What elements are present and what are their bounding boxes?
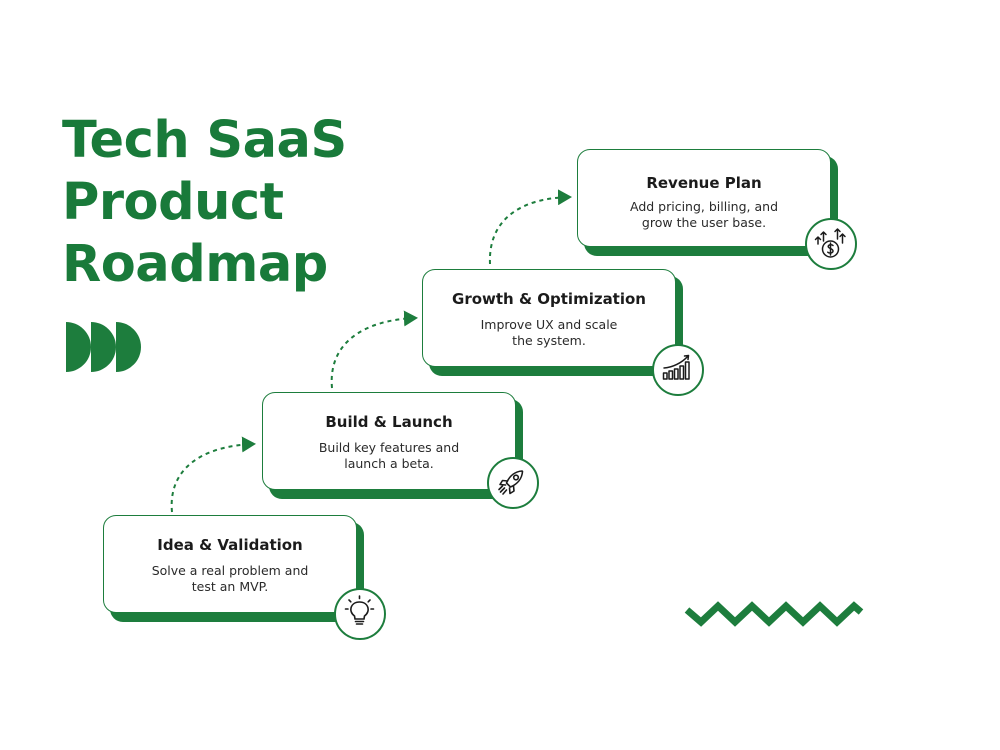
step-card: Revenue Plan Add pricing, billing, and g… bbox=[577, 149, 831, 247]
step-description: Add pricing, billing, and grow the user … bbox=[629, 199, 779, 230]
step-description: Improve UX and scale the system. bbox=[480, 317, 618, 348]
rocket-icon bbox=[498, 470, 524, 495]
connector-arrow-3 bbox=[488, 189, 572, 265]
half-circles-decoration-icon bbox=[66, 322, 141, 372]
step-icon-badge bbox=[487, 457, 539, 509]
step-title: Growth & Optimization bbox=[452, 290, 646, 308]
step-card: Growth & Optimization Improve UX and sca… bbox=[422, 269, 676, 367]
revenue-dollar-icon bbox=[814, 228, 846, 258]
title-line-1: Tech SaaS bbox=[62, 111, 347, 170]
growth-chart-icon bbox=[662, 354, 690, 380]
step-card: Idea & Validation Solve a real problem a… bbox=[103, 515, 357, 613]
step-description: Solve a real problem and test an MVP. bbox=[151, 563, 309, 594]
page-title: Tech SaaS Product Roadmap bbox=[62, 110, 382, 296]
connector-arrow-2 bbox=[330, 310, 418, 389]
connector-arrow-1 bbox=[170, 436, 256, 513]
step-icon-badge bbox=[805, 218, 857, 270]
step-icon-badge bbox=[652, 344, 704, 396]
step-title: Idea & Validation bbox=[157, 536, 303, 554]
zigzag-decoration-icon bbox=[684, 601, 864, 627]
lightbulb-icon bbox=[344, 595, 375, 625]
step-title: Build & Launch bbox=[325, 413, 453, 431]
step-description: Build key features and launch a beta. bbox=[318, 440, 460, 471]
step-title: Revenue Plan bbox=[646, 174, 762, 192]
step-card: Build & Launch Build key features and la… bbox=[262, 392, 516, 490]
title-line-3: Roadmap bbox=[62, 235, 328, 294]
title-line-2: Product bbox=[62, 173, 284, 232]
step-icon-badge bbox=[334, 588, 386, 640]
